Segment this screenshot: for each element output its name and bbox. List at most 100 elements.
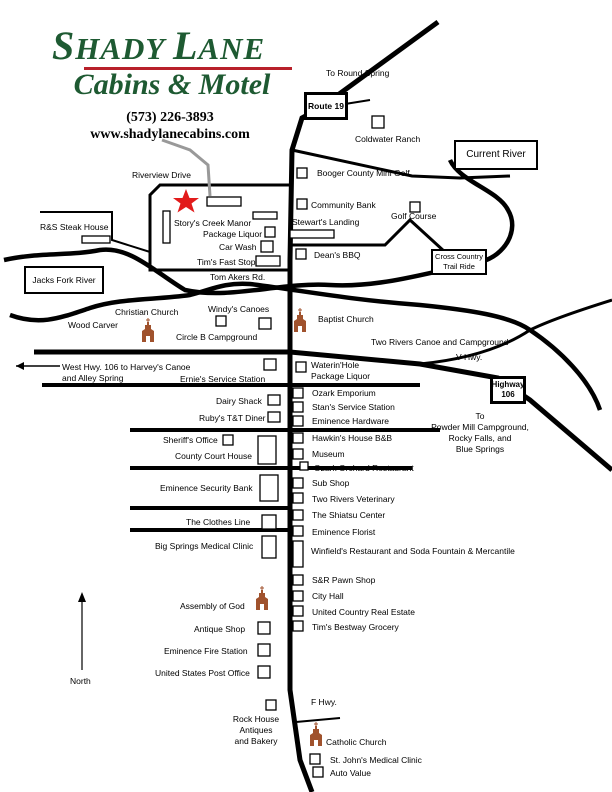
ozark-orchard: Ozark Orchard Restaurant — [314, 463, 414, 473]
ernies-box — [263, 358, 277, 371]
brand-name-line1: SHADY LANE — [52, 23, 266, 68]
dairy-shack-box — [267, 394, 281, 406]
fire-station-box — [257, 643, 271, 657]
sheriffs-office: Sheriff's Office — [163, 435, 218, 445]
booger-county: Booger County Mini Golf — [317, 168, 410, 178]
stewarts-landing: Stewart's Landing — [292, 217, 360, 227]
golf-course-box — [409, 201, 421, 213]
city-hall-box — [292, 590, 304, 602]
bestway-box — [292, 620, 304, 632]
stewarts-landing-box — [289, 229, 335, 239]
waterin-hole-box — [295, 361, 307, 373]
package-liquor: Package Liquor — [203, 229, 263, 239]
to-round-spring: To Round Spring — [326, 68, 390, 78]
golf-course-road — [290, 217, 447, 254]
post-office: United States Post Office — [155, 668, 250, 678]
rs-steak-house: R&S Steak House — [40, 222, 109, 232]
brand-website[interactable]: www.shadylanecabins.com — [90, 127, 250, 142]
storys-creek-box-2 — [252, 211, 278, 220]
big-springs-clinic: Big Springs Medical Clinic — [155, 541, 254, 551]
eminence-florist: Eminence Florist — [312, 527, 376, 537]
pawn-box — [292, 574, 304, 586]
ozark-emporium-box — [292, 387, 304, 399]
riverview-drive: Riverview Drive — [132, 170, 192, 180]
ernies-service-station: Ernie's Service Station — [180, 374, 266, 384]
tom-akers-rd: Tom Akers Rd. — [210, 272, 266, 282]
current-river-connector — [291, 148, 511, 180]
county-court-box — [257, 435, 277, 465]
winfields: Winfield's Restaurant and Soda Fountain … — [311, 546, 515, 556]
rubys-diner: Ruby's T&T Diner — [199, 413, 266, 423]
st-johns-clinic: St. John's Medical Clinic — [330, 755, 422, 765]
orchard-box — [299, 461, 309, 471]
wood-carver: Wood Carver — [68, 320, 118, 330]
church-icon-christian — [142, 318, 154, 342]
eminence-hardware: Eminence Hardware — [312, 416, 390, 426]
route-19-label: Route 19 — [304, 92, 348, 120]
post-office-box — [257, 665, 271, 679]
antique-shop-box — [257, 621, 271, 635]
rubys-box — [267, 411, 281, 423]
hawkins-house: Hawkin's House B&B — [312, 433, 393, 443]
assembly-of-god: Assembly of God — [180, 601, 245, 611]
big-springs-box — [261, 535, 277, 559]
church-icon-assembly — [256, 586, 268, 610]
dairy-shack: Dairy Shack — [216, 396, 262, 406]
fire-station: Eminence Fire Station — [164, 646, 248, 656]
catholic-church: Catholic Church — [326, 737, 387, 747]
f-hwy-road — [295, 717, 341, 723]
hardware-box — [292, 415, 304, 427]
riverview-loop — [148, 183, 290, 272]
package-liquor-box — [264, 226, 276, 238]
united-country-box — [292, 605, 304, 617]
county-court-house: County Court House — [175, 451, 253, 461]
baptist-church: Baptist Church — [318, 314, 374, 324]
tims-fast-stop: Tim's Fast Stop — [197, 257, 256, 267]
river-southeast — [529, 298, 612, 332]
museum-box — [292, 448, 304, 460]
cross-country-label: Cross Country Trail Ride — [431, 249, 487, 275]
stans-service-station: Stan's Service Station — [312, 402, 395, 412]
community-bank-box — [296, 198, 308, 210]
security-bank-box — [259, 474, 279, 502]
rock-house-box — [265, 699, 277, 711]
rs-steak-box — [81, 235, 111, 244]
florist-box — [292, 525, 304, 537]
tims-fast-stop-box — [255, 255, 281, 267]
hawkins-box — [292, 432, 304, 444]
shiatsu-box — [292, 509, 304, 521]
christian-church: Christian Church — [115, 307, 179, 317]
brand-name-line2: Cabins & Motel — [73, 68, 271, 101]
storys-creek-manor: Story's Creek Manor — [174, 218, 252, 228]
united-country: United Country Real Estate — [312, 607, 415, 617]
circle-b-box — [258, 317, 272, 330]
coldwater-ranch: Coldwater Ranch — [355, 134, 421, 144]
museum: Museum — [312, 449, 345, 459]
ozark-emporium: Ozark Emporium — [312, 388, 376, 398]
circle-b-campground: Circle B Campground — [176, 332, 258, 342]
church-icon-baptist — [294, 308, 306, 332]
sub-shop-box — [292, 477, 304, 489]
sr-pawn-shop: S&R Pawn Shop — [312, 575, 376, 585]
v-hwy: V Hwy. — [456, 352, 483, 362]
highway-106-road — [34, 349, 612, 472]
booger-county-box — [296, 167, 308, 179]
st-johns-box — [309, 753, 321, 765]
car-wash-box — [260, 240, 274, 253]
jacks-fork-label: Jacks Fork River — [24, 266, 104, 294]
community-bank: Community Bank — [311, 200, 376, 210]
auto-value: Auto Value — [330, 768, 371, 778]
clothes-line: The Clothes Line — [186, 517, 251, 527]
car-wash: Car Wash — [219, 242, 257, 252]
winfields-box — [292, 540, 304, 568]
eminence-security-bank: Eminence Security Bank — [160, 483, 253, 493]
current-river-label: Current River — [454, 140, 538, 170]
two-rivers-canoe: Two Rivers Canoe and Campground — [371, 337, 509, 347]
